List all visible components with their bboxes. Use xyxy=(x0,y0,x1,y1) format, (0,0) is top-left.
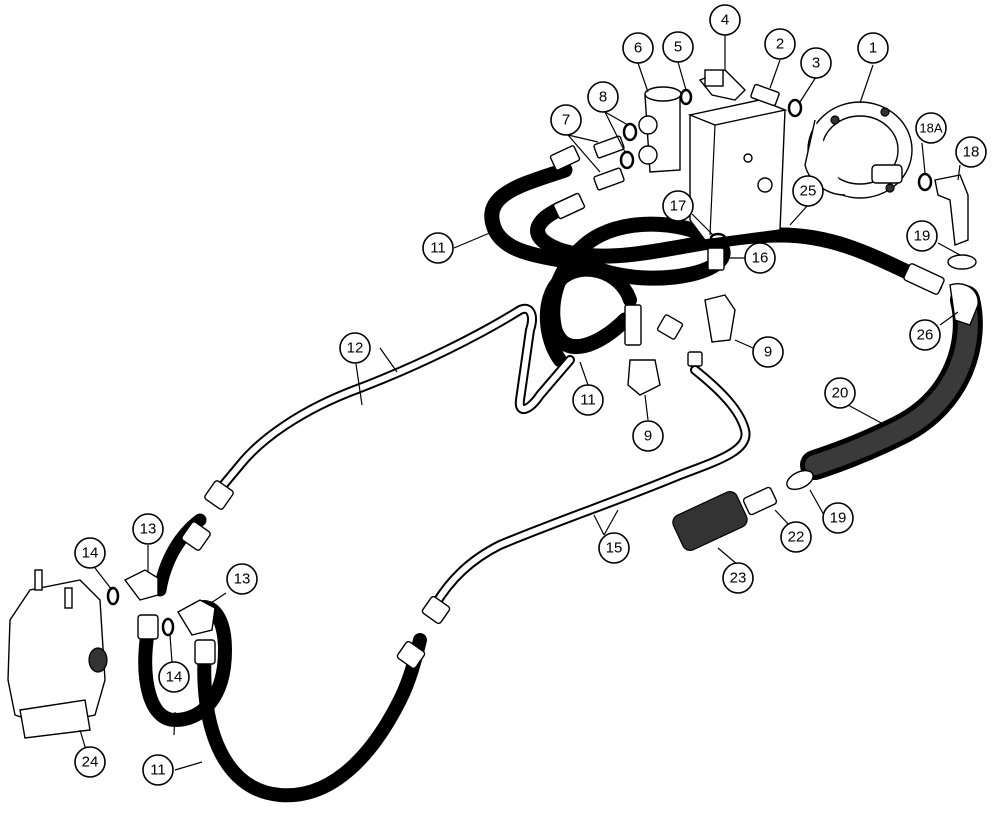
callout-label: 15 xyxy=(606,540,623,557)
callout-16: 16 xyxy=(744,242,776,274)
callout-25: 25 xyxy=(792,175,824,207)
callout-15: 15 xyxy=(598,532,630,564)
callout-22: 22 xyxy=(780,521,812,553)
callout-label: 19 xyxy=(830,510,847,527)
callout-label: 14 xyxy=(166,669,183,686)
callout-11-upper: 11 xyxy=(422,232,454,264)
callout-label: 24 xyxy=(82,754,99,771)
lower-valve-24 xyxy=(7,569,108,739)
callout-label: 3 xyxy=(812,55,820,72)
callout-label: 26 xyxy=(917,327,934,344)
callout-label: 2 xyxy=(776,36,784,53)
callout-label: 1 xyxy=(869,40,877,57)
callout-14-lower: 14 xyxy=(158,661,190,693)
callout-24: 24 xyxy=(74,746,106,778)
callout-label: 11 xyxy=(430,240,446,257)
callout-label: 17 xyxy=(670,198,687,215)
callout-label: 22 xyxy=(788,529,805,546)
control-valve-block xyxy=(687,99,788,241)
callout-label: 18 xyxy=(963,144,980,161)
callout-label: 12 xyxy=(347,340,364,357)
hose-20-inner xyxy=(805,290,978,475)
callout-label: 8 xyxy=(599,89,607,106)
callout-19-lower: 19 xyxy=(822,502,854,534)
callout-12: 12 xyxy=(339,332,371,364)
callout-4: 4 xyxy=(709,4,741,36)
callout-13-right: 13 xyxy=(226,563,258,595)
callout-label: 13 xyxy=(140,521,157,538)
callout-label: 20 xyxy=(832,385,849,402)
callout-label: 19 xyxy=(914,228,931,245)
callout-label: 11 xyxy=(150,762,166,779)
callout-label: 25 xyxy=(800,183,817,200)
tubes xyxy=(210,303,751,610)
callout-20: 20 xyxy=(824,377,856,409)
hose-11-lower-long xyxy=(197,633,427,803)
callout-11-lower: 11 xyxy=(142,754,174,786)
callout-label: 4 xyxy=(721,12,729,29)
callout-label: 18A xyxy=(919,121,942,136)
leader-lines xyxy=(79,35,961,771)
callout-label: 11 xyxy=(580,392,596,409)
tube-15-inner xyxy=(432,367,749,608)
callout-23: 23 xyxy=(722,562,754,594)
callout-label: 16 xyxy=(752,250,769,267)
hose-11-middle xyxy=(539,262,637,367)
callout-26: 26 xyxy=(909,319,941,351)
callout-2: 2 xyxy=(764,28,796,60)
callout-label: 14 xyxy=(82,545,99,562)
callout-8: 8 xyxy=(587,81,619,113)
suction-parts xyxy=(672,469,814,551)
callout-7: 7 xyxy=(550,104,582,136)
callout-label: 23 xyxy=(730,570,747,587)
callout-14-upper: 14 xyxy=(74,537,106,569)
callout-18: 18 xyxy=(955,136,987,168)
callout-6: 6 xyxy=(622,32,654,64)
callout-18a: 18A xyxy=(915,112,947,144)
tee-fitting-6 xyxy=(638,86,682,173)
callout-label: 6 xyxy=(634,40,642,57)
callout-13-left: 13 xyxy=(132,513,164,545)
lower-fittings xyxy=(106,480,451,670)
callout-9-lower: 9 xyxy=(632,420,664,452)
callout-label: 13 xyxy=(234,571,251,588)
hose-25 xyxy=(530,197,943,293)
hoses xyxy=(138,162,983,803)
callout-label: 9 xyxy=(644,428,652,445)
callout-19-upper: 19 xyxy=(906,220,938,252)
callout-11-middle: 11 xyxy=(572,384,604,416)
callout-9-right: 9 xyxy=(752,336,784,368)
middle-fittings xyxy=(624,294,736,396)
callout-label: 9 xyxy=(764,344,772,361)
callout-5: 5 xyxy=(662,31,694,63)
callout-label: 5 xyxy=(674,39,682,56)
callout-3: 3 xyxy=(800,47,832,79)
tube-12-outer xyxy=(210,303,575,500)
callout-label: 7 xyxy=(562,112,570,129)
callout-1: 1 xyxy=(857,32,889,64)
tube-12-inner xyxy=(212,305,573,498)
callout-17: 17 xyxy=(662,190,694,222)
